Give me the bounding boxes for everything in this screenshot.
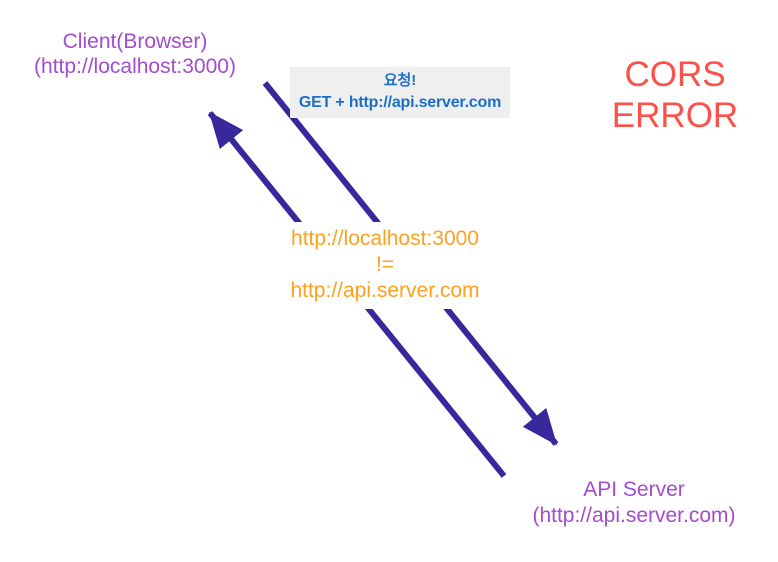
cors-error-title: CORS ERROR xyxy=(597,54,753,136)
cors-error-line: ERROR xyxy=(611,96,739,135)
client-label: Client(Browser) (http://localhost:3000) xyxy=(20,29,250,79)
origin-mismatch-operator: != xyxy=(375,253,395,276)
api-server-name: API Server xyxy=(583,478,685,501)
request-label-title: 요청! xyxy=(383,72,417,89)
origin-mismatch-note: http://localhost:3000 != http://api.serv… xyxy=(251,222,519,309)
request-label-detail: GET + http://api.server.com xyxy=(298,94,502,111)
origin-mismatch-server-origin: http://api.server.com xyxy=(290,279,480,302)
request-label: 요청! GET + http://api.server.com xyxy=(290,67,510,118)
origin-mismatch-client-origin: http://localhost:3000 xyxy=(291,227,479,250)
client-name: Client(Browser) xyxy=(62,30,208,53)
cors-error-line: CORS xyxy=(624,55,726,94)
api-server-origin: (http://api.server.com) xyxy=(532,504,736,527)
api-server-label: API Server (http://api.server.com) xyxy=(514,477,754,529)
client-origin: (http://localhost:3000) xyxy=(34,55,236,78)
